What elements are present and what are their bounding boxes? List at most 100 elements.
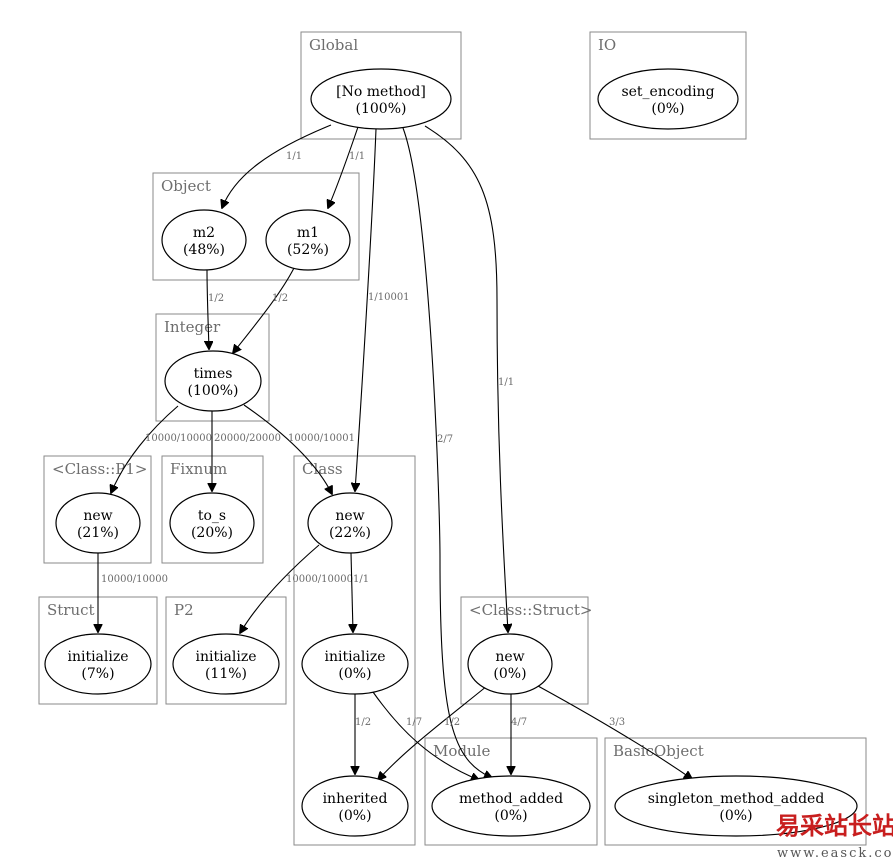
edge-class_struct_new-to-singleton_method_added: 3/3 bbox=[537, 685, 692, 779]
node-percentage: (7%) bbox=[81, 666, 114, 682]
edge-line bbox=[355, 128, 377, 491]
node-method_added[interactable]: method_added(0%) bbox=[431, 775, 591, 837]
node-class_struct_new[interactable]: new(0%) bbox=[467, 633, 553, 695]
node-percentage: (0%) bbox=[719, 808, 752, 824]
node-times[interactable]: times(100%) bbox=[164, 350, 262, 412]
edge-label: 10000/10000 bbox=[145, 433, 212, 444]
cluster-class_p1-label: <Class::P1> bbox=[52, 460, 148, 478]
node-ellipse bbox=[55, 492, 141, 554]
node-percentage: (0%) bbox=[651, 101, 684, 117]
node-method-name: initialize bbox=[324, 649, 385, 665]
node-ellipse bbox=[307, 492, 393, 554]
edge-label: 4/7 bbox=[511, 717, 527, 728]
node-percentage: (20%) bbox=[191, 525, 233, 541]
node-set_encoding[interactable]: set_encoding(0%) bbox=[597, 68, 739, 130]
node-percentage: (48%) bbox=[183, 242, 225, 258]
edge-times-to-class_new: 10000/10001 bbox=[243, 404, 355, 494]
cluster-global: Global bbox=[300, 31, 462, 140]
node-ellipse bbox=[169, 492, 255, 554]
cluster-class_struct: <Class::Struct> bbox=[460, 596, 592, 705]
edge-label: 1/1 bbox=[353, 574, 369, 585]
edge-label: 1/10001 bbox=[368, 292, 410, 303]
cluster-global-border bbox=[300, 31, 462, 140]
edge-line bbox=[222, 124, 332, 208]
nodes-layer: [No method](100%)set_encoding(0%)m2(48%)… bbox=[44, 68, 858, 837]
cluster-p2-border bbox=[165, 596, 287, 705]
node-struct_initialize[interactable]: initialize(7%) bbox=[44, 633, 152, 695]
edge-label: 1/2 bbox=[355, 717, 371, 728]
node-method-name: new bbox=[495, 649, 524, 665]
cluster-class_struct-border bbox=[460, 596, 589, 705]
node-percentage: (0%) bbox=[338, 666, 371, 682]
node-method-name: singleton_method_added bbox=[648, 791, 825, 807]
cluster-basicobject-border bbox=[604, 737, 867, 846]
cluster-p2: P2 bbox=[165, 596, 287, 705]
cluster-global-label: Global bbox=[309, 36, 358, 54]
node-percentage: (11%) bbox=[205, 666, 247, 682]
node-method-name: times bbox=[194, 366, 233, 382]
node-class_initialize[interactable]: initialize(0%) bbox=[301, 633, 409, 695]
node-percentage: (100%) bbox=[188, 383, 239, 399]
node-method-name: inherited bbox=[323, 791, 388, 807]
cluster-fixnum-label: Fixnum bbox=[170, 460, 227, 478]
node-percentage: (22%) bbox=[329, 525, 371, 541]
edge-class_new-to-p2_initialize: 10000/10000 bbox=[240, 544, 353, 633]
node-percentage: (0%) bbox=[494, 808, 527, 824]
edge-no_method-to-method_added: 2/7 bbox=[402, 127, 492, 778]
edge-times-to-to_s: 20000/20000 bbox=[212, 411, 281, 491]
node-ellipse bbox=[614, 775, 858, 837]
node-inherited[interactable]: inherited(0%) bbox=[301, 775, 409, 837]
edge-class_struct_new-to-inherited: 1/2 bbox=[378, 685, 488, 780]
edge-label: 10000/10000 bbox=[286, 574, 353, 585]
edge-line bbox=[207, 269, 209, 349]
edge-label: 1/1 bbox=[498, 377, 514, 388]
edge-line bbox=[537, 685, 692, 779]
node-percentage: (0%) bbox=[493, 666, 526, 682]
node-ellipse bbox=[164, 350, 262, 412]
node-method-name: [No method] bbox=[336, 84, 426, 100]
node-method-name: initialize bbox=[67, 649, 128, 665]
node-percentage: (0%) bbox=[338, 808, 371, 824]
watermark: 易采站长站 www.easck.com bbox=[776, 811, 893, 861]
edge-label: 1/2 bbox=[208, 293, 224, 304]
cluster-object-border bbox=[152, 172, 360, 281]
node-no_method[interactable]: [No method](100%) bbox=[310, 68, 452, 130]
cluster-class-label: Class bbox=[302, 460, 343, 478]
node-ellipse bbox=[597, 68, 739, 130]
edge-m1-to-times: 1/2 bbox=[233, 267, 295, 353]
node-ellipse bbox=[310, 68, 452, 130]
node-class_new[interactable]: new(22%) bbox=[307, 492, 393, 554]
node-percentage: (21%) bbox=[77, 525, 119, 541]
cluster-struct-label: Struct bbox=[47, 601, 95, 619]
node-method-name: method_added bbox=[459, 791, 563, 807]
node-ellipse bbox=[431, 775, 591, 837]
cluster-io: IO bbox=[589, 31, 747, 140]
edge-class_new-to-class_initialize: 1/1 bbox=[351, 552, 369, 632]
edge-line bbox=[351, 552, 353, 632]
edge-line bbox=[111, 405, 179, 493]
node-p1_new[interactable]: new(21%) bbox=[55, 492, 141, 554]
edge-no_method-to-m1: 1/1 bbox=[328, 126, 365, 208]
edge-class_initialize-to-inherited: 1/2 bbox=[355, 694, 371, 774]
edge-line bbox=[233, 267, 295, 353]
edge-line bbox=[243, 404, 332, 494]
cluster-object-label: Object bbox=[161, 177, 211, 195]
cluster-object: Object bbox=[152, 172, 360, 281]
node-ellipse bbox=[44, 633, 152, 695]
node-ellipse bbox=[172, 633, 280, 695]
node-p2_initialize[interactable]: initialize(11%) bbox=[172, 633, 280, 695]
node-to_s[interactable]: to_s(20%) bbox=[169, 492, 255, 554]
node-m1[interactable]: m1(52%) bbox=[265, 209, 351, 271]
edge-line bbox=[378, 685, 488, 780]
edge-no_method-to-class_new: 1/10001 bbox=[355, 128, 410, 491]
node-method-name: new bbox=[335, 508, 364, 524]
node-ellipse bbox=[301, 775, 409, 837]
node-method-name: to_s bbox=[198, 508, 226, 524]
edge-no_method-to-m2: 1/1 bbox=[222, 124, 332, 208]
node-percentage: (52%) bbox=[287, 242, 329, 258]
node-singleton_method_added[interactable]: singleton_method_added(0%) bbox=[614, 775, 858, 837]
edge-label: 10000/10001 bbox=[288, 433, 355, 444]
node-m2[interactable]: m2(48%) bbox=[161, 209, 247, 271]
edge-label: 1/1 bbox=[349, 151, 365, 162]
